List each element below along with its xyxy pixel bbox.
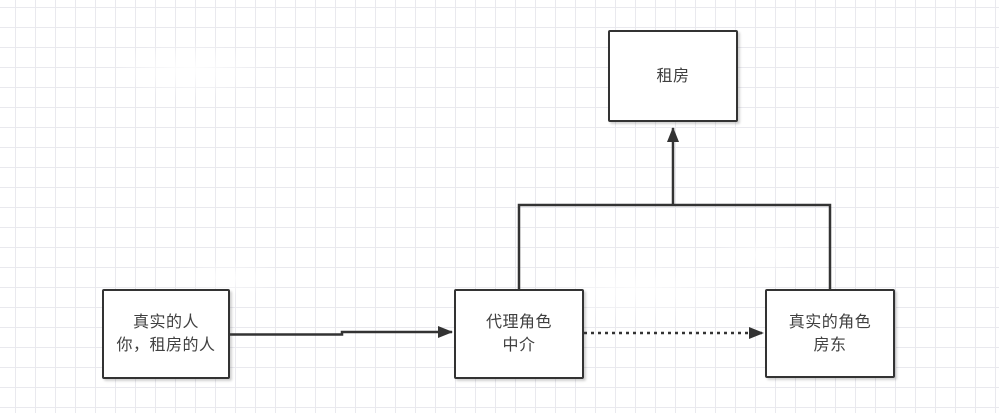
node-label-line: 代理角色 bbox=[485, 314, 552, 331]
edge-person-to-proxy bbox=[230, 326, 453, 338]
node-rent-house: 租房 bbox=[608, 30, 738, 122]
node-proxy-agent: 代理角色 中介 bbox=[454, 289, 584, 379]
node-real-landlord: 真实的角色 房东 bbox=[765, 289, 895, 378]
node-label-line: 租房 bbox=[656, 67, 690, 85]
node-label-line: 房东 bbox=[813, 336, 847, 354]
node-real-person: 真实的人 你，租房的人 bbox=[102, 289, 230, 379]
edge-branch-proxy-landlord bbox=[517, 203, 832, 289]
node-label-line: 真实的角色 bbox=[788, 313, 872, 331]
node-label-line: 你，租房的人 bbox=[116, 337, 216, 354]
node-label-line: 真实的人 bbox=[132, 314, 199, 331]
node-label-line: 中介 bbox=[502, 337, 536, 354]
